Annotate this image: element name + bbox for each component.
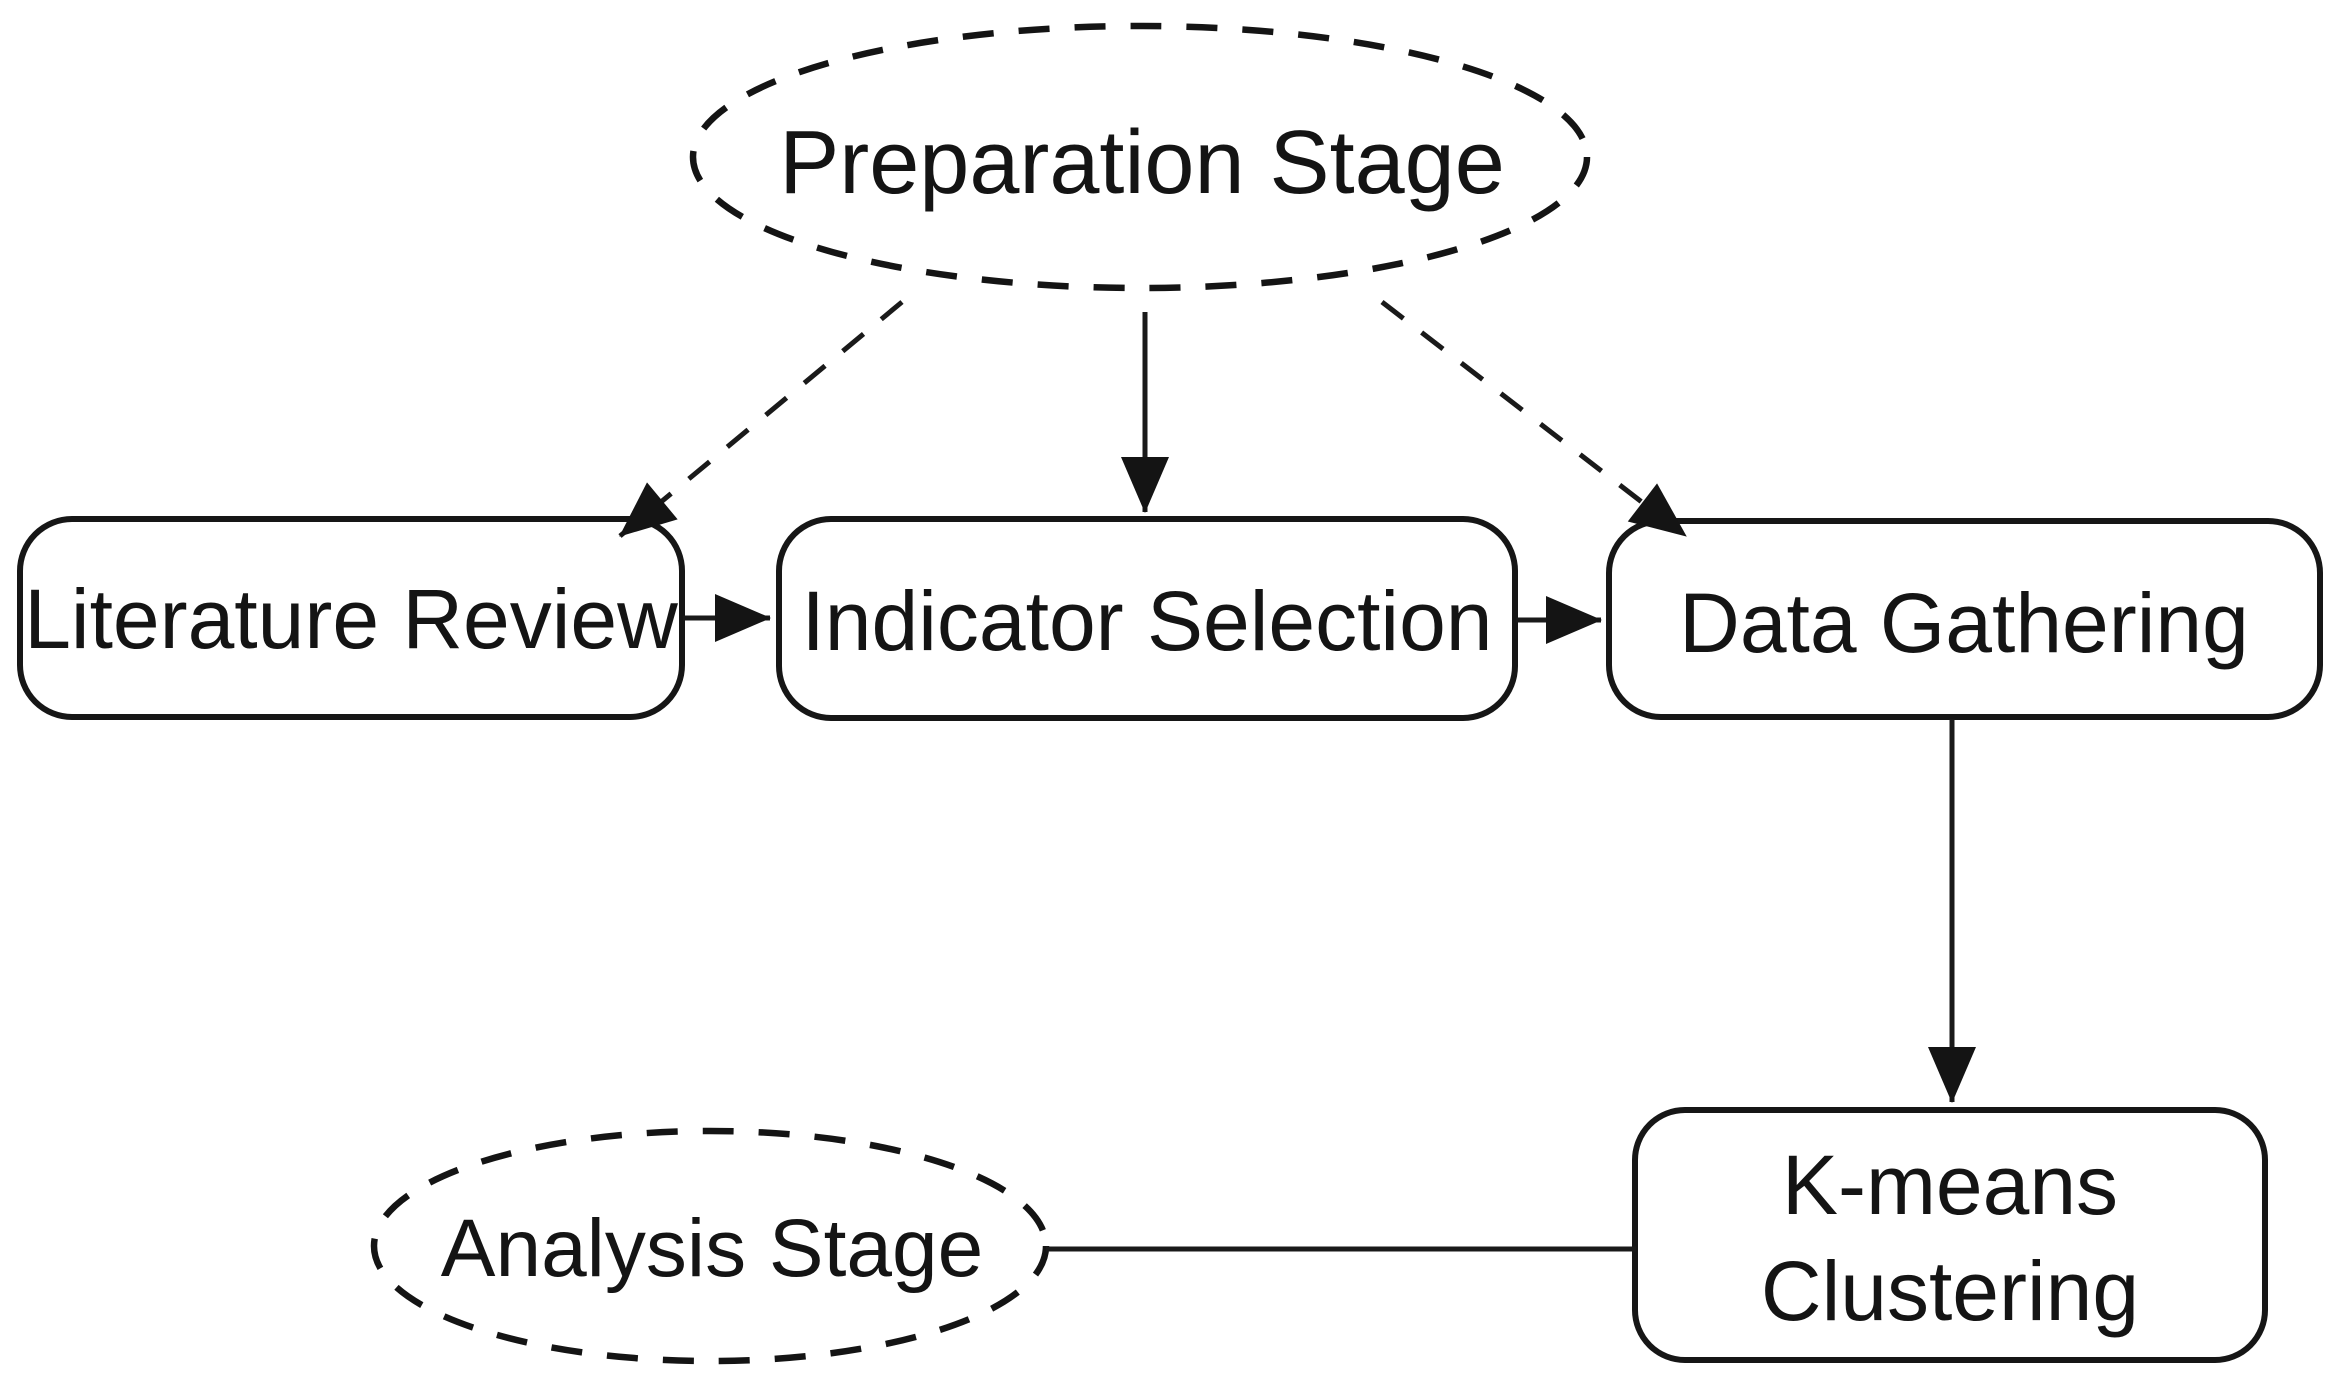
- analysis-stage-ellipse: [370, 1127, 1050, 1365]
- indicator-selection-box: [776, 516, 1518, 721]
- analysis-stage-label: Analysis Stage: [441, 1203, 983, 1294]
- kmeans-clustering-box: [1632, 1107, 2268, 1363]
- kmeans-label-line2: Clustering: [1761, 1244, 2139, 1338]
- preparation-stage-label: Preparation Stage: [779, 113, 1505, 213]
- data-gathering-box: [1606, 518, 2323, 720]
- edge-preparation-to-data-gathering: [1380, 300, 1688, 538]
- data-gathering-label: Data Gathering: [1679, 576, 2249, 670]
- indicator-selection-label: Indicator Selection: [801, 574, 1492, 668]
- edge-preparation-to-literature-review: [618, 300, 904, 538]
- kmeans-label-line1: K-means: [1782, 1138, 2118, 1232]
- literature-review-box: [17, 516, 685, 720]
- literature-review-label: Literature Review: [24, 572, 678, 666]
- preparation-stage-ellipse: [689, 22, 1591, 292]
